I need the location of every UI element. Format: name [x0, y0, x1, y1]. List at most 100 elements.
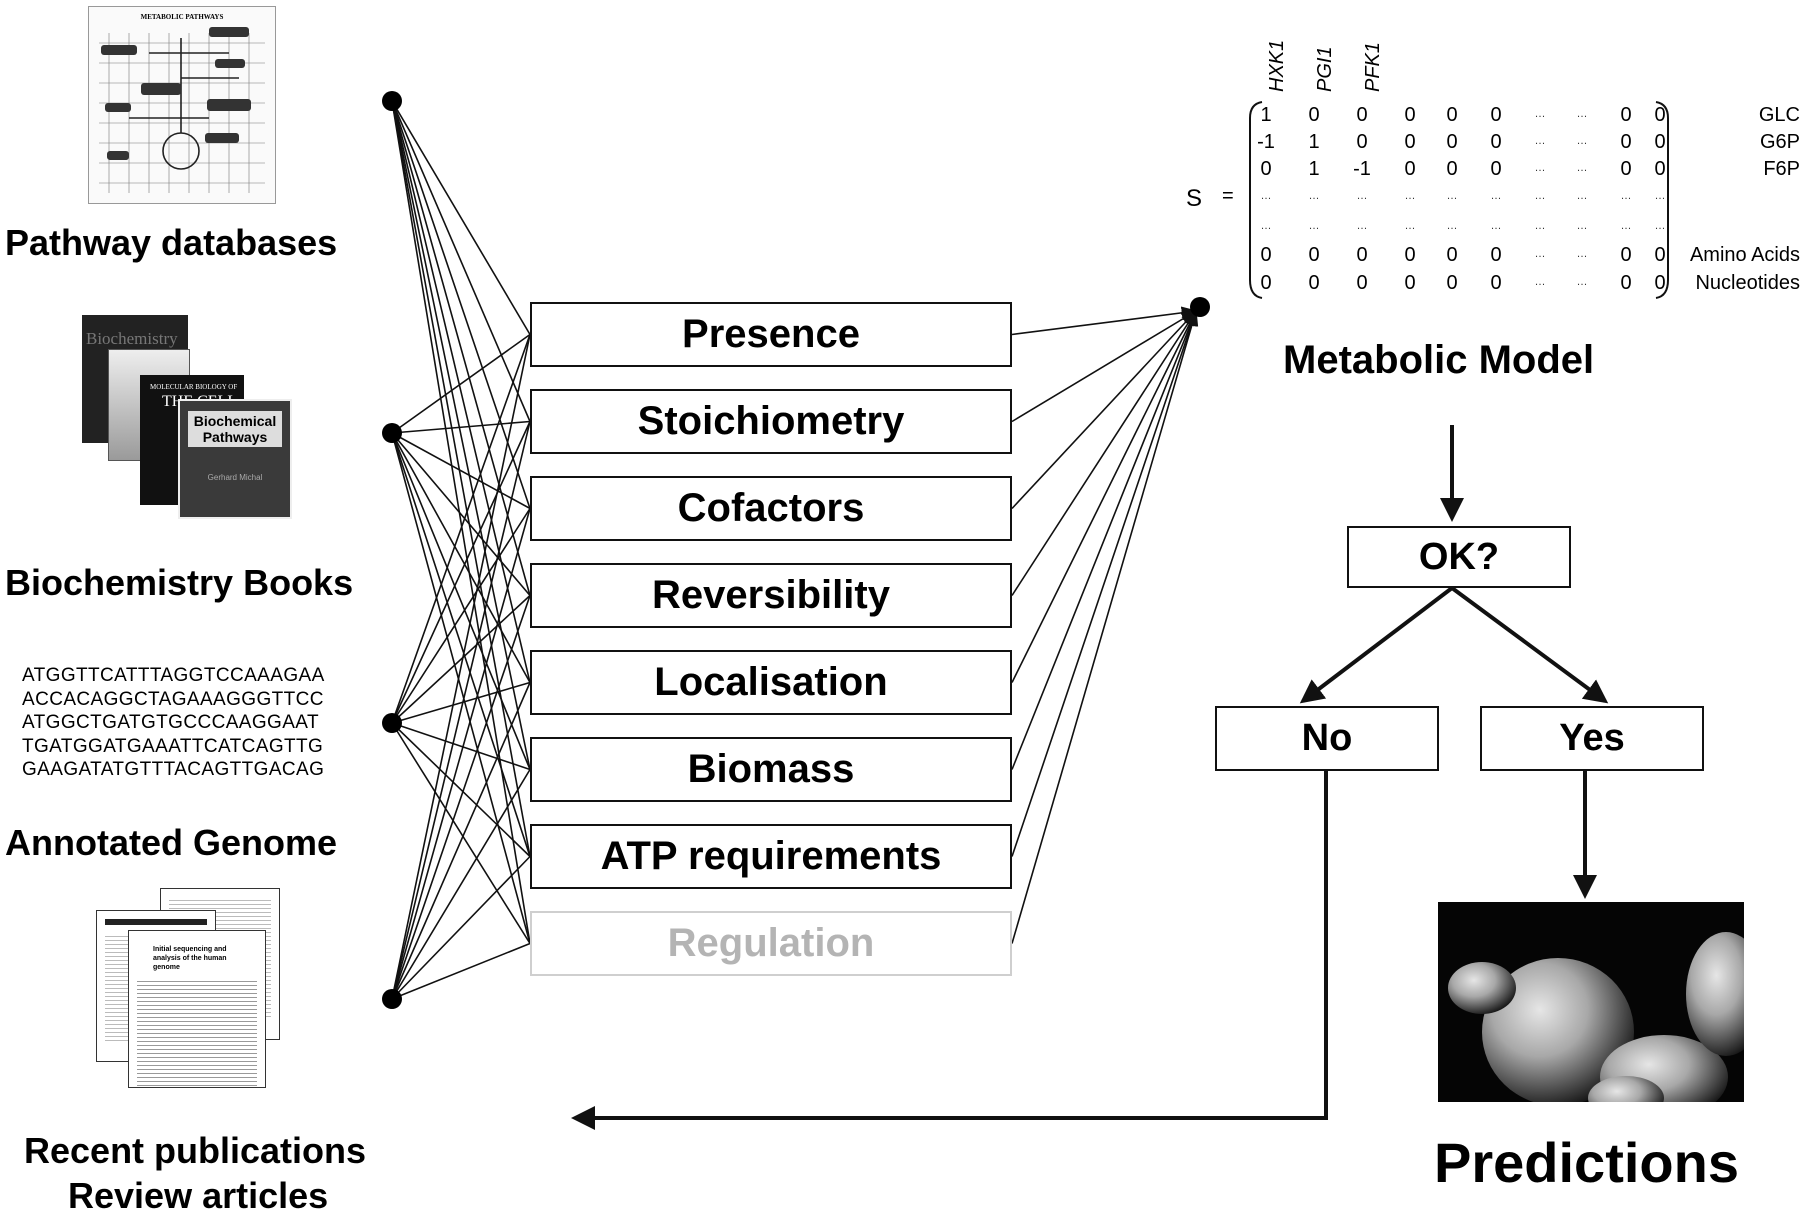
metabolite-label-6: Nucleotides — [1695, 272, 1800, 294]
wire-criterion-1-to-model — [1011, 310, 1198, 423]
matrix-cell-r1-c3: 0 — [1404, 131, 1416, 153]
wire-source-3-criterion-2 — [391, 508, 531, 1000]
matrix-cell-r1-c9: 0 — [1654, 131, 1666, 153]
wire-criterion-0-to-model — [1011, 306, 1198, 336]
source-node-3 — [382, 989, 402, 1009]
matrix-cell-r0-c8: 0 — [1620, 104, 1632, 126]
publication-title: Initial sequencing and analysis of the h… — [153, 946, 227, 971]
matrix-cell-r4-c7: … — [1576, 220, 1588, 232]
matrix-cell-r0-c9: 0 — [1654, 104, 1666, 126]
wire-source-1-criterion-7 — [391, 432, 531, 944]
matrix-left-bracket — [1249, 101, 1263, 299]
matrix-cell-r6-c7: … — [1576, 276, 1588, 288]
criteria-to-model-lines — [1011, 306, 1199, 944]
wire-source-3-criterion-6 — [391, 855, 531, 1000]
book-pathways-title-2: Pathways — [202, 429, 268, 445]
source-label-biochemistry-books: Biochemistry Books — [5, 562, 354, 603]
model-label: Metabolic Model — [1283, 338, 1595, 382]
wire-source-3-criterion-5 — [391, 769, 531, 1000]
wire-criterion-6-to-model — [1011, 309, 1198, 857]
dna-line-5: GAAGATATGTTTACAGTTGACAG — [22, 759, 325, 780]
matrix-cell-r0-c6: … — [1534, 108, 1546, 120]
metabolite-label-2: F6P — [1763, 158, 1800, 180]
matrix-cell-r1-c8: 0 — [1620, 131, 1632, 153]
matrix-symbol: S — [1186, 185, 1203, 212]
matrix-cell-r6-c4: 0 — [1446, 272, 1458, 294]
dna-line-4: TGATGGATGAAATTCATCAGTTG — [22, 735, 324, 757]
ok-to-yes-arrow — [1450, 586, 1609, 704]
matrix-cell-r0-c2: 0 — [1356, 104, 1368, 126]
predictions-label: Predictions — [1434, 1131, 1739, 1194]
matrix-cell-r1-c1: 1 — [1308, 131, 1320, 153]
criterion-regulation: Regulation — [530, 911, 1012, 976]
matrix-cell-r3-c7: … — [1576, 190, 1588, 202]
model-node — [1190, 297, 1210, 317]
wire-source-0-criterion-1 — [391, 100, 531, 422]
matrix-cell-r6-c3: 0 — [1404, 272, 1416, 294]
decision-ok-box: OK? — [1347, 526, 1571, 588]
matrix-cell-r5-c4: 0 — [1446, 244, 1458, 266]
decision-yes-box: Yes — [1480, 706, 1704, 771]
wire-source-2-criterion-7 — [391, 722, 531, 944]
wire-source-2-criterion-5 — [391, 722, 531, 771]
matrix-cell-r3-c3: … — [1404, 190, 1416, 202]
matrix-cell-r0-c1: 0 — [1308, 104, 1320, 126]
wire-criterion-2-to-model — [1011, 309, 1198, 510]
matrix-cell-r1-c5: 0 — [1490, 131, 1502, 153]
matrix-cell-r6-c1: 0 — [1308, 272, 1320, 294]
wire-source-1-criterion-5 — [391, 432, 531, 770]
book-pathways-author: Gerhard Michal — [207, 473, 263, 482]
wire-source-2-criterion-2 — [391, 508, 531, 724]
wire-source-3-criterion-4 — [391, 682, 531, 1000]
dna-line-3: ATGGCTGATGTGCCCAAGGAAT — [22, 712, 319, 733]
book-biochemistry-title: Biochemistry — [86, 329, 178, 348]
matrix-cell-r3-c5: … — [1490, 190, 1502, 202]
source-to-criteria-lines — [391, 100, 531, 1000]
matrix-right-bracket — [1655, 101, 1669, 299]
source-node-0 — [382, 91, 402, 111]
wire-criterion-3-to-model — [1011, 309, 1197, 596]
wire-source-1-criterion-0 — [391, 333, 531, 434]
matrix-cell-r1-c6: … — [1534, 135, 1546, 147]
pathway-map-title: METABOLIC PATHWAYS — [140, 13, 224, 21]
no-feedback-arrow — [571, 770, 1328, 1130]
matrix-cell-r2-c0: 0 — [1260, 158, 1272, 180]
matrix-cell-r2-c4: 0 — [1446, 158, 1458, 180]
wire-source-3-criterion-0 — [391, 334, 531, 1000]
wire-source-2-criterion-1 — [391, 421, 531, 724]
source-label-publications-1: Recent publications — [24, 1130, 367, 1171]
matrix-cell-r5-c2: 0 — [1356, 244, 1368, 266]
yeast-micrograph-image — [1438, 902, 1744, 1102]
matrix-cell-r5-c5: 0 — [1490, 244, 1502, 266]
wire-source-1-criterion-4 — [391, 432, 531, 683]
matrix-equals: = — [1222, 185, 1234, 207]
matrix-cell-r2-c9: 0 — [1654, 158, 1666, 180]
dna-sequence-icon: ATGGTTCATTTAGGTCCAAAGAA ACCACAGGCTAGAAAG… — [22, 664, 325, 782]
book-biochemical-pathways: Biochemical Pathways Gerhard Michal — [178, 399, 292, 519]
criterion-presence: Presence — [530, 302, 1012, 367]
matrix-cell-r6-c5: 0 — [1490, 272, 1502, 294]
wire-source-1-criterion-1 — [391, 420, 531, 434]
wire-source-3-criterion-3 — [391, 595, 531, 1000]
matrix-cell-r1-c2: 0 — [1356, 131, 1368, 153]
wire-source-2-criterion-6 — [391, 722, 531, 858]
matrix-cell-r4-c6: … — [1534, 220, 1546, 232]
books-icon: Biochemistry MOLECULAR BIOLOGY OF THE CE… — [82, 315, 292, 519]
matrix-cell-r2-c2: -1 — [1353, 158, 1371, 180]
matrix-cell-r4-c3: … — [1404, 220, 1416, 232]
matrix-cell-r5-c9: 0 — [1654, 244, 1666, 266]
wire-source-0-criterion-3 — [391, 100, 531, 596]
matrix-cell-r3-c0: … — [1260, 190, 1272, 202]
wire-source-1-criterion-2 — [391, 432, 531, 510]
wire-source-2-criterion-0 — [391, 334, 531, 724]
matrix-cell-r1-c7: … — [1576, 135, 1588, 147]
wire-source-3-criterion-7 — [391, 942, 531, 1000]
matrix-cell-r3-c8: … — [1620, 190, 1632, 202]
matrix-cell-r4-c2: … — [1356, 220, 1368, 232]
metabolite-label-5: Amino Acids — [1689, 244, 1800, 266]
matrix-cell-r6-c0: 0 — [1260, 272, 1272, 294]
source-label-annotated-genome: Annotated Genome — [5, 822, 338, 863]
matrix-cell-r3-c2: … — [1356, 190, 1368, 202]
wire-criterion-7-to-model — [1011, 309, 1199, 944]
matrix-cell-r2-c6: … — [1534, 162, 1546, 174]
